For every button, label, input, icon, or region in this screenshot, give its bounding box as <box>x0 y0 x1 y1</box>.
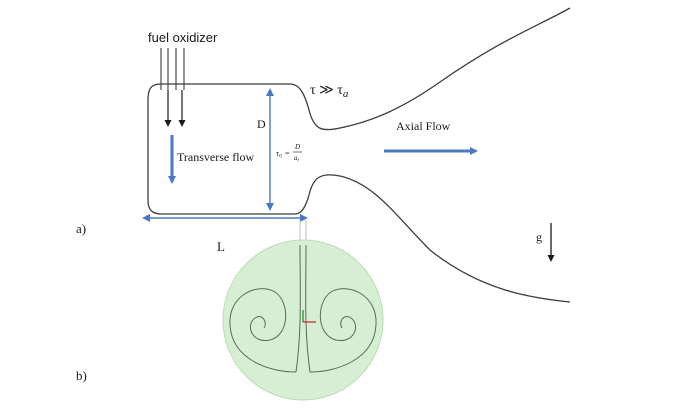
combustor-lower-outline <box>147 83 571 303</box>
injector-lines <box>160 48 185 90</box>
combustor-outline <box>161 7 571 131</box>
svg-text:at: at <box>294 154 300 164</box>
diameter-label: D <box>257 117 266 131</box>
svg-text:D: D <box>294 143 300 151</box>
timescale-relation: τ ≫ τa <box>310 83 349 100</box>
cross-section-view <box>222 220 384 401</box>
injection-arrows <box>164 90 186 127</box>
svg-text:=: = <box>285 149 290 158</box>
vortex-pair <box>229 244 377 373</box>
axial-flow-label: Axial Flow <box>396 119 451 133</box>
origin-marker <box>302 310 316 323</box>
gravity-label: g <box>536 230 542 244</box>
part-b-label: b) <box>76 368 87 383</box>
svg-text:τ0: τ0 <box>276 149 282 160</box>
residence-time-formula: τ0 = D at <box>276 143 302 164</box>
transverse-flow-label: Transverse flow <box>177 150 255 164</box>
fuel-oxidizer-label: fuel oxidizer <box>148 30 218 45</box>
part-a-label: a) <box>76 221 86 236</box>
length-label: L <box>217 239 225 254</box>
